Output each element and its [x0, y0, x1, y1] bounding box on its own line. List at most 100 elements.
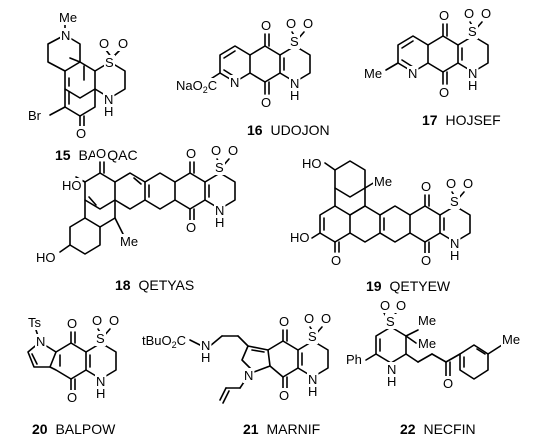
atom-label-background — [467, 78, 479, 93]
oxygen-label: O — [380, 298, 390, 313]
sulfur-label: S — [105, 55, 114, 70]
atom-label-background — [278, 388, 291, 403]
oxygen-label: O — [443, 376, 453, 391]
atom-label-background — [95, 386, 107, 401]
oxygen-label: O — [261, 18, 271, 33]
atom-label-background — [420, 179, 433, 194]
phenyl-label: Ph — [346, 352, 362, 367]
atom-label-background — [210, 143, 223, 158]
compound-21-structure: tBuO2C N H O S O O N O N H 21 MARNIF — [141, 311, 333, 437]
oxygen-label: O — [421, 179, 431, 194]
atom-label-background — [103, 104, 115, 119]
atom-label-background — [95, 374, 107, 389]
atom-label-background — [330, 253, 343, 268]
atom-label-background — [278, 314, 291, 329]
nh-hydrogen-label: H — [215, 215, 224, 230]
oxygen-label: O — [464, 6, 474, 21]
atom-label-background — [91, 313, 104, 328]
nh-hydrogen-label: H — [387, 374, 396, 389]
atom-label-background — [467, 66, 479, 81]
atom-label-background — [449, 194, 460, 209]
nitrogen-label: N — [61, 28, 70, 43]
atom-label-background — [117, 36, 130, 51]
oxygen-label: O — [76, 126, 86, 141]
atom-label-background — [289, 76, 301, 91]
atom-label-background — [462, 176, 475, 191]
atom-label-background — [386, 374, 398, 389]
oxygen-label: O — [321, 311, 331, 326]
oxygen-label: O — [99, 36, 109, 51]
oxygen-label: O — [261, 95, 271, 110]
atom-label-background — [35, 250, 57, 265]
hydroxyl-label: HO — [302, 156, 322, 171]
oxygen-label: O — [186, 146, 196, 161]
oxygen-label: O — [67, 316, 77, 331]
atom-label-background — [61, 178, 83, 193]
nh-hydrogen-label: H — [468, 78, 477, 93]
sodium-carboxylate-label: NaO2C — [176, 78, 217, 95]
atom-label-background — [260, 95, 273, 110]
sulfur-label: S — [96, 331, 105, 346]
hydroxyl-label: HO — [290, 230, 310, 245]
atom-label-background — [200, 338, 212, 353]
oxygen-label: O — [211, 143, 221, 158]
atom-label-background — [307, 384, 319, 399]
sulfur-label: S — [450, 194, 459, 209]
atom-label-background — [27, 108, 43, 123]
atom-label-background — [417, 313, 438, 328]
atom-label-background — [289, 230, 311, 245]
sulfur-label: S — [290, 34, 299, 49]
atom-label-background — [95, 146, 108, 161]
atom-label-background — [214, 215, 226, 230]
atom-label-background — [480, 6, 493, 21]
atom-label-background — [175, 78, 219, 95]
atom-label-background — [95, 331, 106, 346]
atom-label-background — [27, 315, 43, 330]
hydroxyl-label: HO — [62, 178, 82, 193]
compound-21-caption: 21 MARNIF — [243, 421, 320, 437]
compound-18-caption: 18 QETYAS — [115, 277, 194, 293]
sulfur-label: S — [308, 329, 317, 344]
nitrogen-label: N — [408, 66, 417, 81]
atom-label-background — [379, 298, 392, 313]
oxygen-label: O — [421, 253, 431, 268]
compound-18-structure: HO O O S O O Me HO O N H 18 QETYAS — [35, 143, 240, 293]
atom-label-background — [185, 220, 198, 235]
nh-hydrogen-label: H — [201, 350, 210, 365]
compound-17-structure: O S O O Me N O N H 17 HOJSEF — [363, 6, 501, 128]
sulfur-label: S — [386, 314, 395, 329]
oxygen-label: O — [286, 16, 296, 31]
atom-label-background — [285, 16, 298, 31]
oxygen-label: O — [118, 36, 128, 51]
atom-label-background — [438, 85, 451, 100]
nh-nitrogen-label: N — [468, 66, 477, 81]
atom-label-background — [301, 156, 323, 171]
atom-label-background — [385, 314, 396, 329]
atom-label-background — [103, 92, 115, 107]
oxygen-label: O — [279, 314, 289, 329]
oxygen-label: O — [96, 146, 106, 161]
atom-label-background — [386, 362, 398, 377]
atom-label-background — [449, 248, 461, 263]
nitrogen-label: N — [244, 368, 253, 383]
compound-number: 15 — [55, 147, 71, 163]
compound-15-structure: Me N S O O Br O N H 15 BAHQAC — [27, 10, 138, 163]
compound-19-structure: HO Me O S O O HO O O N H 19 QETYEW — [289, 156, 475, 294]
nh-hydrogen-label: H — [450, 248, 459, 263]
atom-label-background — [373, 174, 394, 189]
atom-label-background — [200, 350, 212, 365]
tosyl-label: Ts — [28, 315, 42, 330]
tbu-carbamate-label: tBuO2C — [142, 333, 186, 350]
nh-hydrogen-label: H — [308, 384, 317, 399]
atom-label-background — [243, 368, 255, 383]
atom-label-background — [60, 28, 72, 43]
atom-label-background — [303, 311, 316, 326]
oxygen-label: O — [446, 176, 456, 191]
atom-label-background — [407, 66, 419, 81]
compound-15-labels: Me N S O O Br O N H — [27, 10, 130, 141]
nh-nitrogen-label: N — [387, 362, 396, 377]
compound-code: BAHQAC — [78, 147, 137, 163]
nh-hydrogen-label: H — [96, 386, 105, 401]
atom-label-background — [289, 34, 300, 49]
